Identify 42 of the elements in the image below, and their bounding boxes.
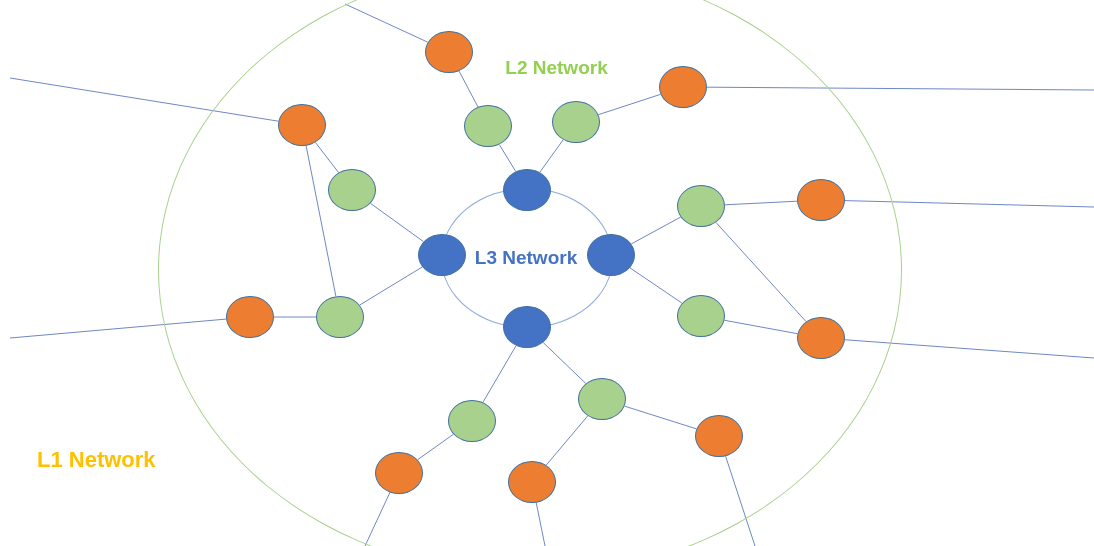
- connector-line: [724, 200, 798, 206]
- connector-line: [370, 202, 424, 243]
- connector-line: [498, 144, 517, 172]
- network-node: [507, 460, 556, 503]
- connector-line: [542, 342, 587, 384]
- connector-line: [844, 200, 1094, 208]
- network-label: L3 Network: [474, 247, 578, 267]
- connector-line: [545, 415, 589, 466]
- network-node: [796, 316, 845, 359]
- network-node: [463, 104, 512, 147]
- connector-line: [9, 77, 279, 122]
- connector-line: [359, 266, 423, 306]
- connector-line: [539, 139, 564, 173]
- connector-line: [9, 318, 227, 339]
- network-node: [676, 294, 725, 337]
- network-node: [424, 30, 473, 73]
- connector-line: [344, 3, 429, 43]
- connector-line: [706, 86, 1094, 91]
- connector-line: [715, 221, 807, 323]
- connector-line: [364, 491, 391, 546]
- connector-line: [535, 502, 546, 546]
- connector-line: [624, 405, 697, 430]
- connector-line: [482, 345, 517, 403]
- connector-line: [458, 70, 479, 108]
- network-node: [327, 168, 376, 211]
- connector-line: [417, 433, 454, 461]
- connector-line: [629, 267, 683, 304]
- network-node: [502, 168, 551, 211]
- network-node: [417, 233, 466, 276]
- connector-line: [844, 339, 1094, 359]
- connector-line: [273, 316, 317, 318]
- network-node: [577, 377, 626, 420]
- network-label: L2 Network: [505, 57, 608, 76]
- connector-line: [598, 93, 661, 116]
- connector-line: [725, 455, 756, 546]
- connector-line: [630, 216, 682, 245]
- network-node: [447, 399, 496, 442]
- connector-line: [305, 145, 337, 297]
- network-label: L1 Network: [37, 449, 156, 471]
- network-node: [676, 184, 725, 227]
- connector-line: [724, 319, 798, 335]
- connector-line: [314, 141, 340, 174]
